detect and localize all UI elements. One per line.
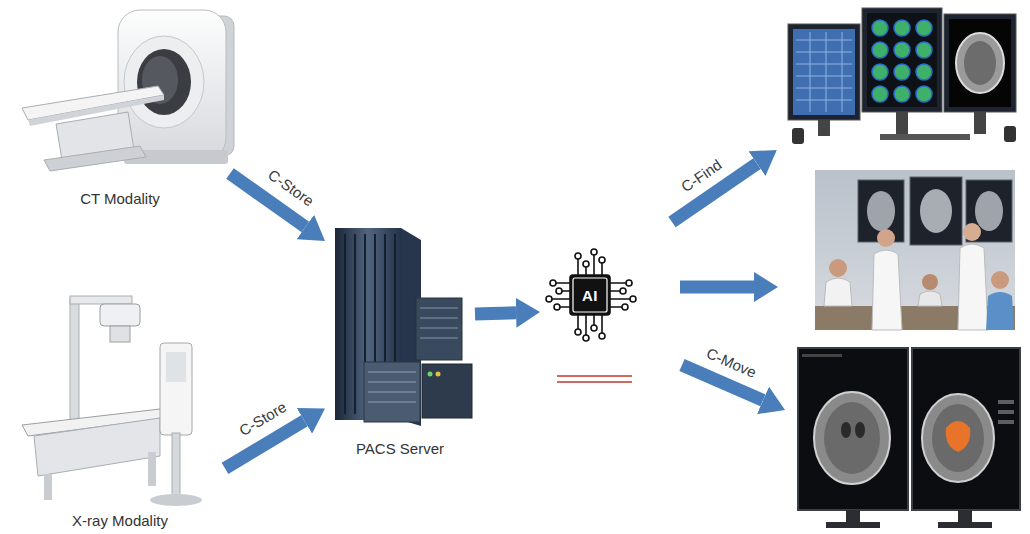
modality-node: X-ray Modality <box>15 262 225 530</box>
arrow-shaft <box>475 313 516 314</box>
ai-chip: AI <box>540 245 640 345</box>
server-node: PACS Server <box>325 222 475 458</box>
node-label: X-ray Modality <box>72 511 168 530</box>
modality-node: CT Modality <box>10 5 230 208</box>
ai-chip-icon <box>546 249 636 341</box>
red-underline <box>557 376 632 382</box>
xray-machine <box>22 296 202 506</box>
reading-room-photo <box>815 170 1015 330</box>
connector-arrow <box>475 313 516 314</box>
server-illustration <box>335 228 472 426</box>
viewer-monitors <box>798 348 1020 528</box>
ct-scanner <box>22 10 234 171</box>
edge-label: C-Store <box>236 398 290 440</box>
dicom-command: C-Move <box>703 344 758 382</box>
node-label: CT Modality <box>80 189 160 208</box>
dicom-command: C-Find <box>678 156 725 196</box>
node-label: PACS Server <box>356 439 444 458</box>
output-arrows <box>672 164 763 401</box>
workstation <box>788 8 1016 144</box>
edge-label: C-Store <box>265 166 318 211</box>
chip-label: AI <box>582 286 598 305</box>
